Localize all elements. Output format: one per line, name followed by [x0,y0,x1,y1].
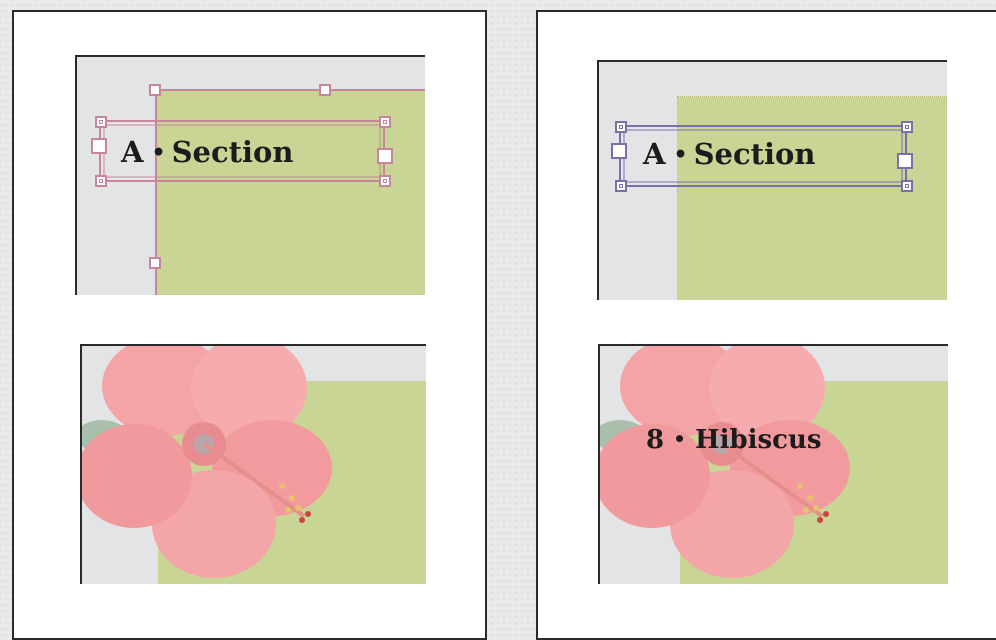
selection-guides [99,89,425,295]
text-frame-handle-bottom-left[interactable] [95,175,107,187]
page-number: 8 [646,425,665,455]
text-frame-out-port[interactable] [897,153,913,169]
section-marker-text[interactable]: A •Section [121,138,293,167]
text-frame-handle-bottom-right[interactable] [901,180,913,192]
text-frame-in-port[interactable] [611,143,627,159]
section-word: Section [693,137,816,171]
page-section-word: Hibiscus [695,425,822,455]
hibiscus-flower-image [82,346,332,578]
text-frame-handle-top-right[interactable] [901,121,913,133]
section-separator: • [673,142,688,168]
right-page-frame: 8 • Hibiscus [598,344,948,584]
selection-frame [619,125,907,187]
left-page-panel: A •Section [12,10,487,640]
text-frame-handle-bottom-right[interactable] [379,175,391,187]
page-marker-text: 8 • Hibiscus [646,427,822,453]
guide-handle-top-left[interactable] [149,84,161,96]
text-frame-handle-top-left[interactable] [615,121,627,133]
text-frame-handle-top-right[interactable] [379,116,391,128]
page-separator: • [673,427,686,451]
section-marker-text[interactable]: A •Section [643,140,815,169]
guide-handle-bottom[interactable] [149,257,161,269]
hibiscus-flower-image [600,346,850,578]
section-separator: • [151,140,166,166]
section-word: Section [171,135,294,169]
guide-handle-top-right[interactable] [319,84,331,96]
text-frame-handle-top-left[interactable] [95,116,107,128]
section-letter: A [643,137,666,171]
left-page-frame [80,344,426,584]
right-page-panel: A•Section [536,10,996,640]
text-frame-in-port[interactable] [91,138,107,154]
left-master-frame: A •Section [75,55,425,295]
text-frame-handle-bottom-left[interactable] [615,180,627,192]
text-frame-out-port[interactable] [377,148,393,164]
right-master-frame: A •Section [597,60,947,300]
section-letter: A [121,135,144,169]
